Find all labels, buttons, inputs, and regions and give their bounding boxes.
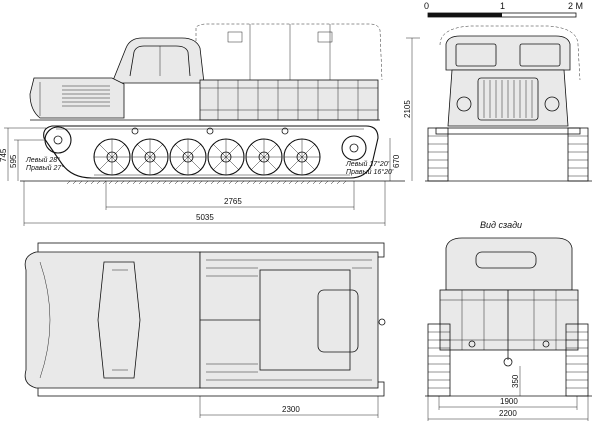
scale-bar: 0 1 2 M xyxy=(424,1,583,18)
angle-rear-right: Правый 16°20' xyxy=(346,168,394,176)
rear-light-left xyxy=(468,340,476,348)
scale-label-1: 1 xyxy=(500,1,505,11)
road-wheel-spokes xyxy=(132,139,168,175)
dim-hitch-height: 350 xyxy=(511,374,520,388)
road-wheel-spokes xyxy=(94,139,130,175)
top-cab-lines xyxy=(112,269,128,371)
road-wheel-spokes xyxy=(208,139,244,175)
top-view: 2300 xyxy=(24,242,386,418)
return-roller xyxy=(281,127,289,135)
road-wheel-spokes xyxy=(170,139,206,175)
top-cargo-slats xyxy=(206,259,372,381)
angle-rear-left: Левый 17°20' xyxy=(345,160,390,168)
track-inner xyxy=(56,128,364,176)
top-cargo-inner xyxy=(317,289,359,353)
idler-wheel xyxy=(341,135,367,161)
rear-tailgate-rails xyxy=(440,299,578,341)
dim-overall-length: 5035 xyxy=(196,213,214,222)
scale-label-2: 2 M xyxy=(568,1,583,11)
top-hood-curve xyxy=(39,261,51,379)
radiator-grille xyxy=(477,77,539,121)
dim-overall-width: 2200 xyxy=(499,409,517,418)
headlight-left xyxy=(456,96,472,112)
return-roller xyxy=(131,127,139,135)
headlight-right xyxy=(544,96,560,112)
dim-track-length: 2765 xyxy=(224,197,242,206)
rear-canvas xyxy=(445,237,573,291)
canvas-cover xyxy=(195,23,383,81)
road-wheel-spokes xyxy=(284,139,320,175)
front-bumper xyxy=(435,127,581,135)
angle-front-left: Левый 28° xyxy=(25,156,60,164)
idler-hub xyxy=(349,143,359,153)
cargo-body-ribs xyxy=(217,80,359,120)
rear-view: Вид сзади 350 1900 2200 xyxy=(425,220,592,421)
rear-track-links xyxy=(428,331,588,389)
rear-window xyxy=(475,251,537,269)
dim-rear-height: 670 xyxy=(392,154,401,168)
front-track-left xyxy=(427,127,449,182)
angle-front-right: Правый 27° xyxy=(26,164,64,172)
grille-slats xyxy=(483,80,533,118)
rear-view-caption: Вид сзади xyxy=(480,220,522,230)
road-wheel-spokes xyxy=(246,139,282,175)
rear-tailgate-ribs xyxy=(461,290,557,350)
front-track-links xyxy=(428,135,588,177)
hood-louvres xyxy=(62,85,110,107)
dim-track-width: 1900 xyxy=(500,397,518,406)
road-wheels xyxy=(93,138,321,176)
dim-ground-clearance: 595 xyxy=(9,154,18,168)
scale-label-0: 0 xyxy=(424,1,429,11)
rear-tow-hook xyxy=(503,357,513,367)
cargo-body-rails xyxy=(200,87,378,111)
dim-body-length: 2300 xyxy=(282,405,300,414)
rear-tailgate xyxy=(439,289,579,351)
canvas-window xyxy=(227,31,243,43)
windshield-right xyxy=(519,43,561,67)
top-cab-roof xyxy=(97,261,141,379)
sprocket-hub xyxy=(53,135,63,145)
top-hood-cab xyxy=(24,251,201,389)
ground-hatching xyxy=(66,180,347,185)
top-tow-hitch xyxy=(378,318,386,326)
front-cab xyxy=(445,35,571,71)
cargo-body xyxy=(199,79,379,121)
canvas-window xyxy=(317,31,333,43)
dim-front-height: 745 xyxy=(0,148,8,162)
rear-light-right xyxy=(542,340,550,348)
track-outline xyxy=(43,125,379,179)
front-view xyxy=(425,25,592,182)
windshield-left xyxy=(455,43,497,67)
cab-body xyxy=(111,37,205,84)
return-roller xyxy=(206,127,214,135)
front-canvas-outline xyxy=(439,25,581,81)
front-track-right xyxy=(567,127,589,182)
drive-sprocket xyxy=(44,126,72,154)
dim-overall-height: 2105 xyxy=(403,100,412,118)
side-view: 745 595 Левый 28° Правый 27° Левый 17°20… xyxy=(0,23,420,226)
